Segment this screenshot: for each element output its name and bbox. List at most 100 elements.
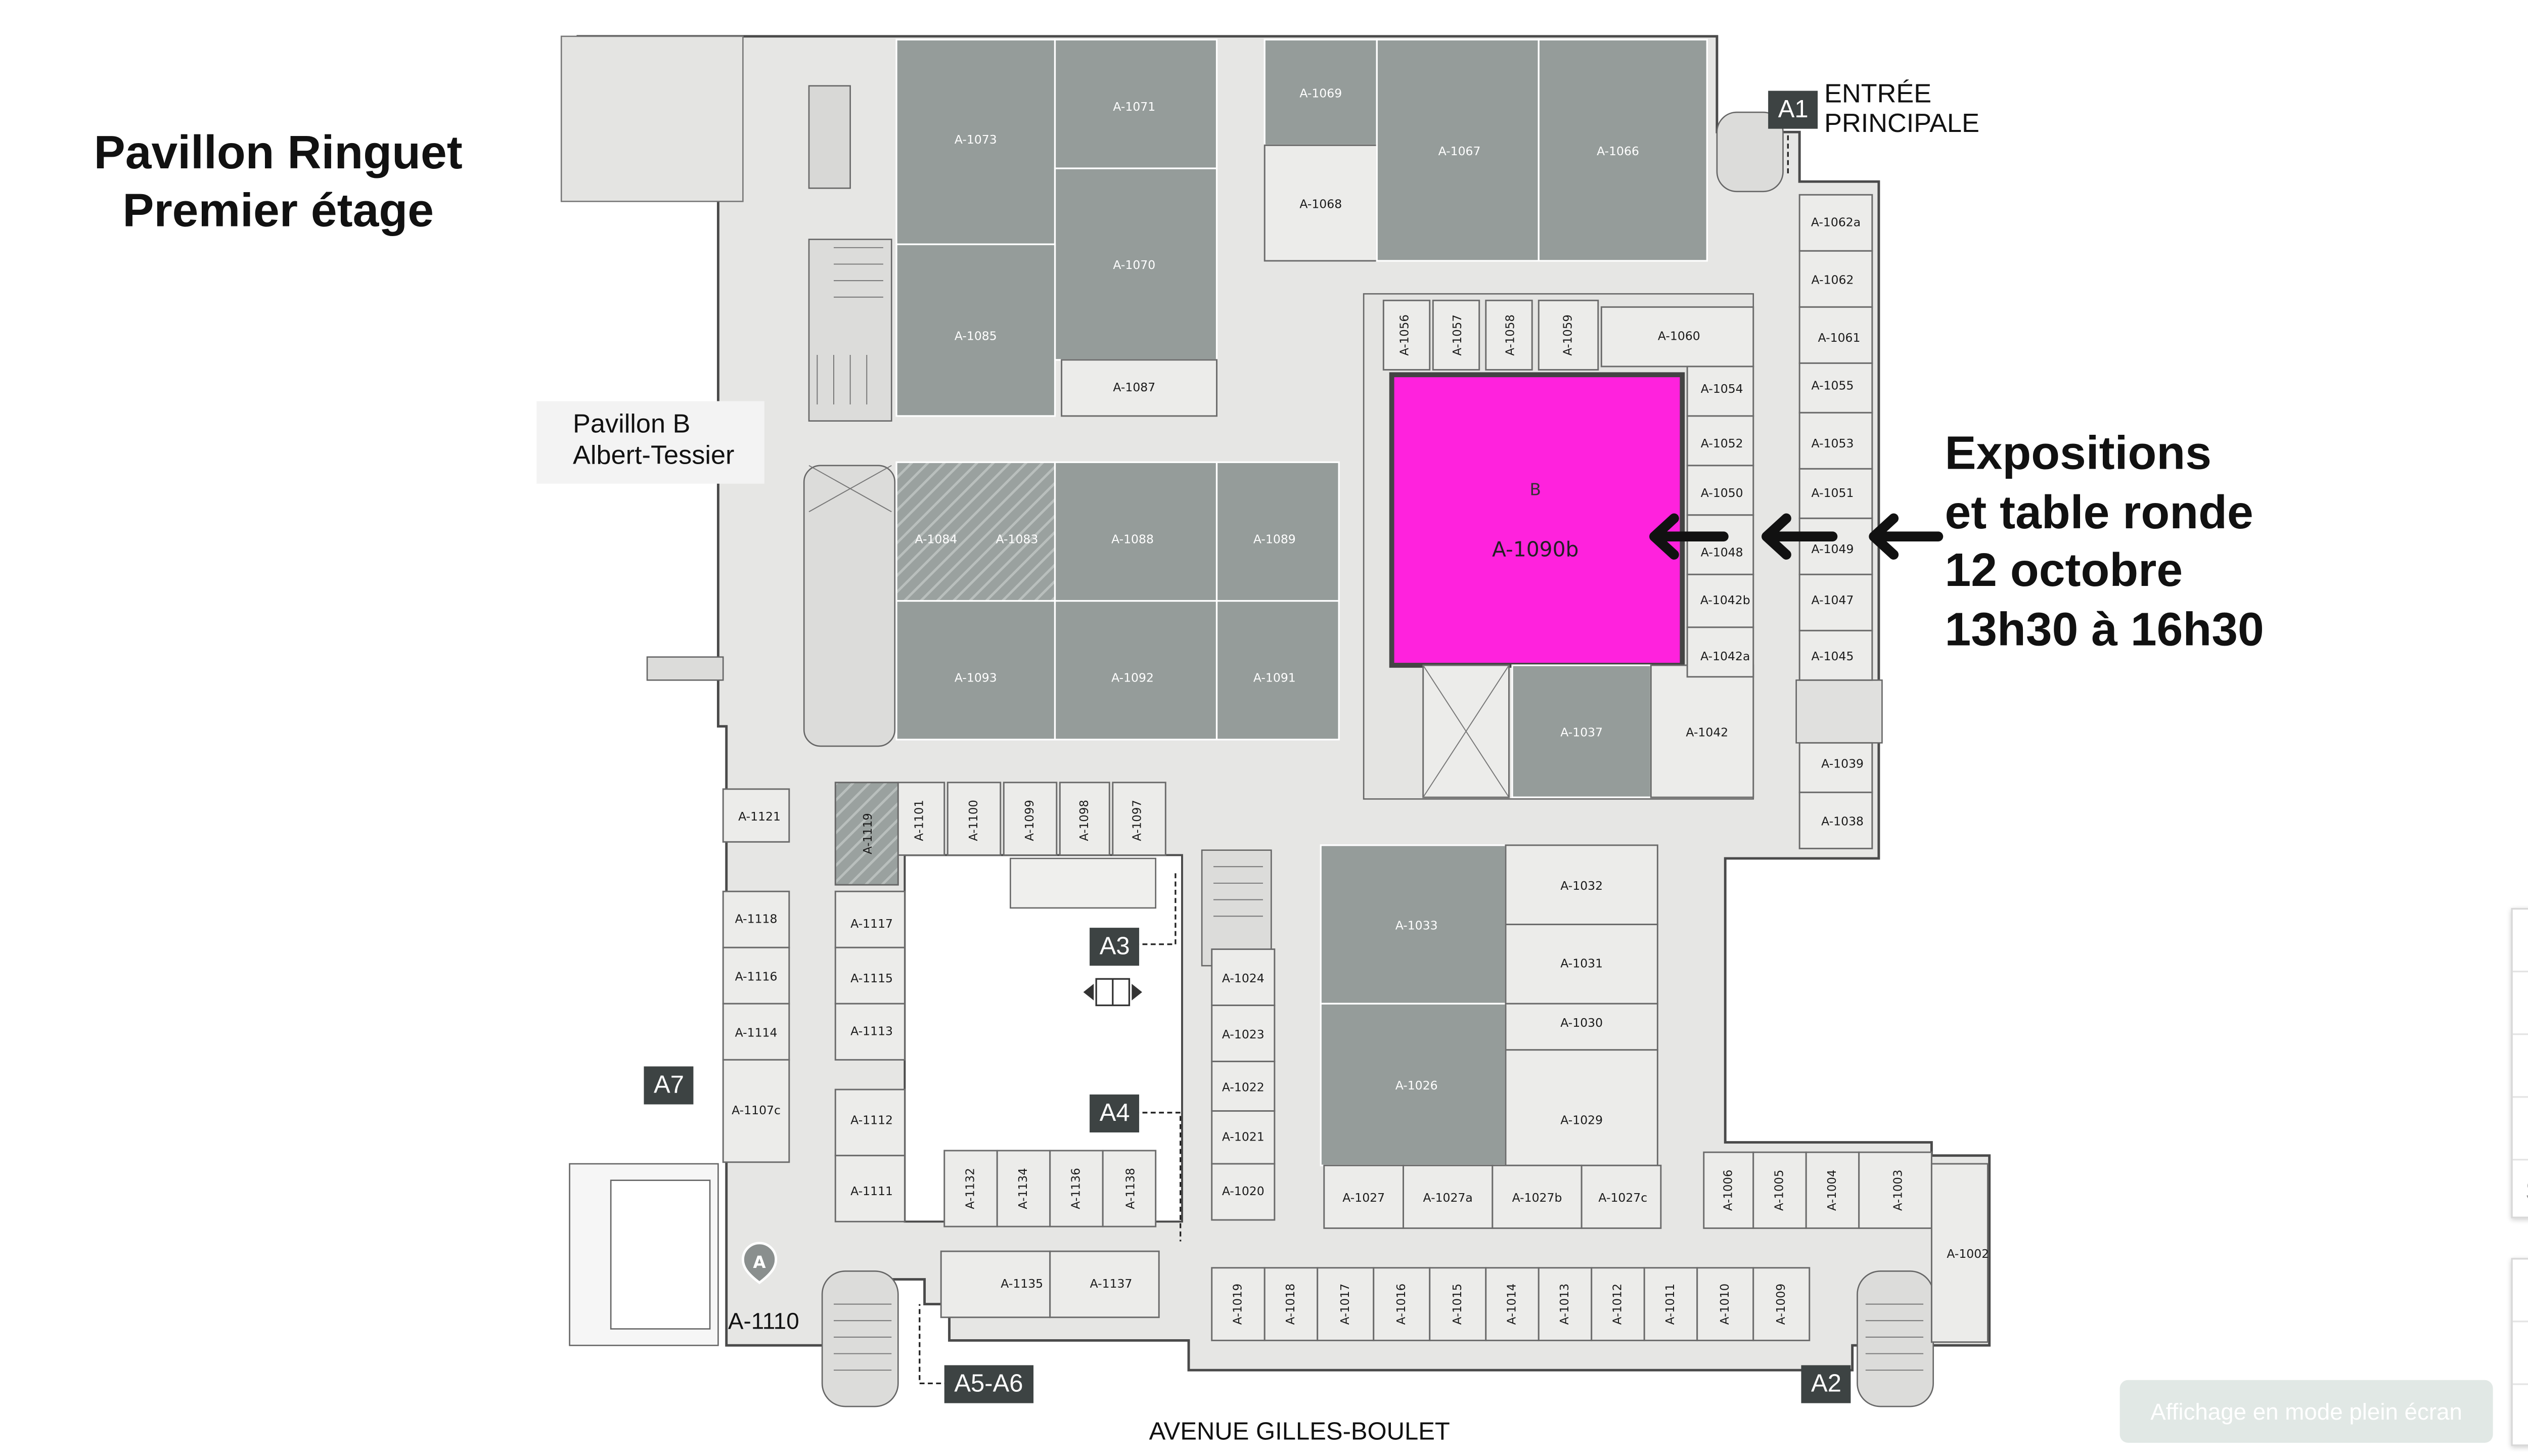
floor-button-2[interactable]: 2 <box>2512 1035 2528 1098</box>
zoom-out-button[interactable]: − <box>2512 1323 2528 1385</box>
room-label: A-1070 <box>1113 258 1155 272</box>
street-label: AVENUE GILLES-BOULET <box>1149 1418 1450 1446</box>
room-label: A-1056 <box>1398 314 1411 356</box>
fullscreen-icon[interactable]: ⤢ <box>2513 1385 2528 1446</box>
room-label: A-1052 <box>1701 436 1743 450</box>
room-label: A-1121 <box>738 809 781 824</box>
south-middle-rooms <box>1211 844 1662 1229</box>
floor-button-1[interactable]: 1 <box>2512 1098 2528 1161</box>
room-label: A-1111 <box>850 1184 893 1198</box>
floor-button-3[interactable]: 3 <box>2512 972 2528 1035</box>
room-label: A-1011 <box>1664 1284 1677 1325</box>
floor-name: Premier étage <box>122 185 434 238</box>
room-label: A-1097 <box>1131 800 1144 841</box>
room-label: A-1083 <box>996 532 1038 546</box>
room-label: A-1068 <box>1299 197 1342 211</box>
room-label: A-1113 <box>850 1024 893 1038</box>
room-label: A-1049 <box>1812 542 1854 556</box>
room-label: A-1055 <box>1812 379 1854 393</box>
floor-selector: 4 3 2 1 SS <box>2511 907 2528 1218</box>
room-label: A-1134 <box>1017 1168 1030 1209</box>
event-line-3: 12 octobre <box>1945 544 2183 598</box>
room-label: A-1027 <box>1342 1191 1385 1205</box>
room-label: A-1054 <box>1701 382 1743 396</box>
room-label: A-1031 <box>1560 956 1603 970</box>
room-label: A-1053 <box>1812 436 1854 450</box>
event-line-1: Expositions <box>1945 427 2211 481</box>
marker-room-label: A-1110 <box>728 1307 799 1334</box>
entrance-badge-a4[interactable]: A4 <box>1090 1094 1140 1132</box>
vertical-room-labels: A-1056 A-1057 A-1058 A-1059 A-1119 A-110… <box>862 314 1905 1325</box>
room-label: A-1014 <box>1506 1284 1519 1325</box>
event-annotation: Expositions et table ronde 12 octobre 13… <box>1945 426 2264 660</box>
zoom-in-button[interactable]: + <box>2512 1259 2528 1323</box>
room-label: A-1137 <box>1090 1277 1133 1291</box>
room-label: A-1057 <box>1451 314 1464 356</box>
pavillon-b-link[interactable]: Pavillon B Albert-Tessier <box>536 401 764 484</box>
entrance-badge-a7[interactable]: A7 <box>644 1066 694 1105</box>
map-title: Pavillon Ringuet Premier étage <box>60 125 497 241</box>
room-label: A-1048 <box>1701 545 1743 559</box>
room-label: A-1115 <box>850 971 893 985</box>
room-label: A-1009 <box>1775 1284 1788 1325</box>
room-label: A-1005 <box>1773 1170 1786 1211</box>
room-label: A-1061 <box>1818 331 1861 345</box>
entrance-badge-a1[interactable]: A1 <box>1768 90 1819 129</box>
room-label: A-1047 <box>1812 593 1854 607</box>
floor-button-4[interactable]: 4 <box>2512 909 2528 973</box>
room-label: A-1037 <box>1560 725 1603 739</box>
elevator-icon <box>1083 978 1142 1007</box>
event-line-4: 13h30 à 16h30 <box>1945 603 2264 656</box>
room-label: A-1020 <box>1222 1184 1265 1198</box>
room-label: A-1073 <box>955 132 997 147</box>
building-name: Pavillon Ringuet <box>94 127 463 180</box>
room-label: A-1066 <box>1597 144 1639 158</box>
room-label: A-1084 <box>915 532 957 546</box>
room-label: A-1060 <box>1658 329 1700 343</box>
room-label: A-1032 <box>1560 879 1603 893</box>
floor-button-ss[interactable]: SS <box>2513 1161 2528 1222</box>
fullscreen-tooltip: Affichage en mode plein écran <box>2119 1380 2493 1443</box>
room-label: A-1002 <box>1947 1247 1989 1261</box>
room-label: A-1042 <box>1686 725 1728 739</box>
room-label: A-1119 <box>862 813 875 854</box>
room-label: A-1107c <box>732 1103 781 1117</box>
dark-room-block-1 <box>895 38 1218 417</box>
room-label: A-1117 <box>850 917 893 931</box>
room-label: A-1099 <box>1023 800 1036 841</box>
room-label: A-1114 <box>735 1026 778 1040</box>
room-label: A-1029 <box>1560 1113 1603 1127</box>
room-label: A-1091 <box>1253 671 1296 685</box>
dark-room-block-2 <box>1263 38 1708 262</box>
room-label: A-1017 <box>1339 1284 1352 1325</box>
room-label: A-1016 <box>1395 1284 1408 1325</box>
room-label: A-1116 <box>735 970 778 984</box>
room-label: A-1023 <box>1222 1027 1265 1041</box>
zoom-controls: + − ⤢ <box>2511 1258 2528 1446</box>
entrance-badge-a2[interactable]: A2 <box>1801 1365 1852 1403</box>
room-label: A-1042b <box>1700 593 1750 607</box>
room-label: A-1118 <box>735 912 778 926</box>
room-label: A-1006 <box>1722 1170 1735 1211</box>
pavillon-b-line-2: Albert-Tessier <box>573 442 735 471</box>
room-label: A-1098 <box>1078 800 1091 841</box>
room-label: A-1038 <box>1821 814 1864 829</box>
highlight-room-a1090b[interactable] <box>1389 372 1685 668</box>
location-pin-icon[interactable]: A <box>741 1242 778 1285</box>
room-label: A-1030 <box>1560 1016 1603 1030</box>
room-label: A-1024 <box>1222 971 1265 985</box>
room-label: A-1101 <box>913 800 926 841</box>
entrance-badge-a3[interactable]: A3 <box>1090 928 1140 966</box>
room-label: A-1089 <box>1253 532 1296 546</box>
entrance-badge-a5-a6[interactable]: A5-A6 <box>944 1365 1033 1403</box>
room-label: A-1138 <box>1124 1168 1137 1209</box>
room-label: A-1132 <box>964 1168 977 1209</box>
room-label: A-1010 <box>1719 1284 1732 1325</box>
room-label: A-1013 <box>1558 1284 1571 1325</box>
room-label: A-1058 <box>1504 314 1517 356</box>
room-label: A-1033 <box>1395 918 1438 932</box>
room-label: A-1019 <box>1232 1284 1245 1325</box>
room-label: A-1059 <box>1562 314 1575 356</box>
